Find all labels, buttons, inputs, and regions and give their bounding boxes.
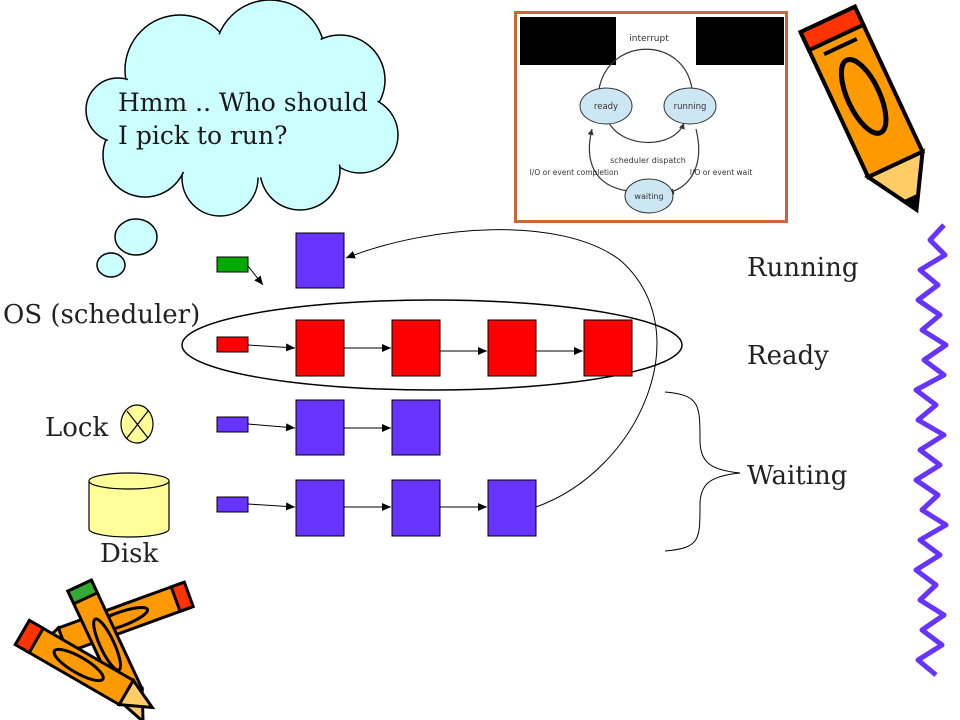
- running-head-arrow: [247, 265, 264, 286]
- lock-queue-arrows: [247, 423, 391, 432]
- inset-interrupt-label: interrupt: [629, 34, 669, 44]
- running-process: [295, 232, 345, 289]
- inset-waiting-label: waiting: [634, 192, 663, 201]
- disk-queue-head: [216, 496, 249, 513]
- inset-completion-arc: [587, 128, 629, 192]
- thought-bubble-text: Hmm .. Who should I pick to run?: [118, 86, 368, 152]
- lock-waiting-process: [295, 399, 345, 456]
- inset-interrupt-arc: [594, 48, 693, 96]
- ready-label: Ready: [747, 341, 829, 371]
- inset-ready-label: ready: [594, 102, 618, 112]
- ready-process: [487, 319, 537, 377]
- lock-label: Lock: [45, 413, 109, 443]
- thought-bubble: [85, 0, 399, 278]
- inset-running-label: running: [674, 102, 707, 112]
- inset-dispatch-label: scheduler dispatch: [610, 156, 686, 165]
- crossed-pencils-clipart-icon: [13, 578, 196, 720]
- waiting-label: Waiting: [747, 461, 848, 491]
- ready-process: [583, 319, 633, 377]
- inset-black-block-right: [696, 17, 784, 65]
- ready-process: [391, 319, 441, 377]
- disk-waiting-process: [391, 479, 441, 537]
- inset-completion-label: I/O or event completion: [530, 168, 619, 177]
- ready-process: [295, 319, 345, 377]
- ready-queue-arrows: [247, 343, 583, 355]
- disk-queue-arrows: [247, 502, 487, 511]
- lock-icon: [120, 404, 154, 444]
- inset-ready-state: [579, 87, 633, 125]
- pencil-clipart-icon: [797, 4, 926, 214]
- inset-running-state: [663, 87, 717, 125]
- ready-queue-head: [216, 336, 249, 353]
- disk-waiting-process: [487, 479, 537, 537]
- waiting-brace: [664, 391, 741, 552]
- state-transition-inset: interrupt ready running waiting schedule…: [514, 11, 788, 223]
- lock-waiting-process: [391, 399, 441, 456]
- scheduler-label: OS (scheduler): [3, 300, 201, 330]
- inset-wait-arc: [667, 128, 700, 195]
- ready-queue-ellipse: [181, 299, 683, 391]
- inset-black-block-left: [520, 17, 616, 65]
- disk-label: Disk: [100, 539, 159, 569]
- running-label: Running: [747, 253, 859, 283]
- inset-wait-label: I/O or event wait: [690, 168, 753, 177]
- dispatch-curve-arrow: [345, 229, 658, 508]
- decorative-wavy-line: [913, 223, 949, 677]
- disk-icon: [88, 472, 170, 538]
- disk-waiting-process: [295, 479, 345, 537]
- inset-dispatch-arc: [608, 122, 685, 143]
- inset-waiting-state: [624, 178, 674, 214]
- thought-line-1: Hmm .. Who should: [118, 88, 368, 117]
- lock-queue-head: [216, 416, 249, 433]
- thought-line-2: I pick to run?: [118, 121, 288, 150]
- running-queue-head: [216, 256, 249, 273]
